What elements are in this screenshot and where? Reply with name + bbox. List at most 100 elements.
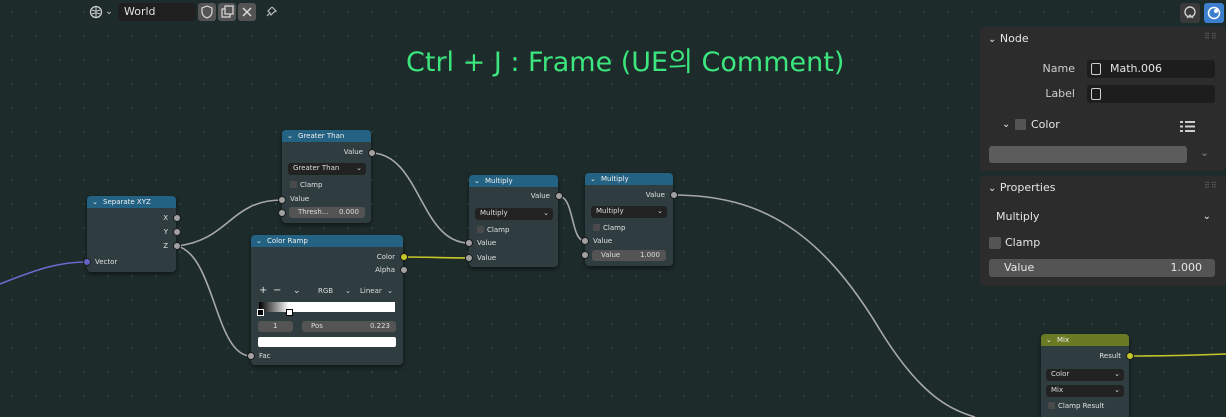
node-header[interactable]: ⌄Separate XYZ [87,196,176,208]
interpolation-dropdown[interactable]: Linear⌄ [355,286,397,297]
socket-in-value-1[interactable] [465,239,473,247]
world-icon[interactable] [88,3,104,24]
list-menu-icon[interactable] [1180,118,1196,132]
properties-section-header[interactable]: ⌄ Properties [988,181,1055,194]
blend-mode-dropdown[interactable]: Mix⌄ [1046,385,1124,397]
node-color-ramp[interactable]: ⌄Color Ramp Color Alpha + − ⌄ RGB⌄ Linea… [251,235,403,365]
ramp-stop-black[interactable] [257,309,264,316]
clamp-checkbox[interactable] [593,224,600,231]
chevron-down-icon[interactable]: ⌄ [474,177,480,185]
node-name-field[interactable]: Math.006 [1087,60,1215,78]
socket-in-value[interactable] [278,196,286,204]
node-icon [1091,63,1101,75]
link-vector-in [0,261,88,285]
node-section-header[interactable]: ⌄ Node [988,32,1029,45]
clamp-label: Clamp [300,181,323,189]
socket-out-value[interactable] [555,192,563,200]
node-color-swatch[interactable] [989,146,1187,163]
drag-grip-icon[interactable]: ⠿⠿ [1204,32,1218,41]
dropdown-value: Multiply [596,207,624,215]
clamp-checkbox[interactable] [989,237,1001,249]
link-z-ramp-fac [176,245,252,357]
snap-button[interactable] [1204,3,1224,23]
world-name-field[interactable]: World [118,3,196,21]
socket-in-threshold[interactable] [278,209,286,217]
clamp-checkbox[interactable] [290,181,297,188]
operation-dropdown[interactable]: Multiply⌄ [475,208,553,220]
node-mix[interactable]: ⌄Mix Result Color⌄ Mix⌄ Clamp Result [1041,334,1129,417]
chevron-down-icon[interactable]: ⌄ [590,175,596,183]
socket-out-result[interactable] [1126,352,1134,360]
node-header[interactable]: ⌄Color Ramp [251,235,403,247]
clamp-result-checkbox[interactable] [1048,402,1055,409]
socket-label-value-in-1: Value [477,239,497,247]
node-multiply-2[interactable]: ⌄Multiply Value Multiply⌄ Clamp Value Va… [585,173,673,266]
socket-out-x[interactable] [173,214,181,222]
drag-grip-icon[interactable]: ⠿⠿ [1204,181,1218,190]
pin-icon[interactable] [263,3,279,24]
chevron-down-icon[interactable]: ⌄ [105,7,113,17]
overlay-button[interactable] [1180,3,1200,23]
color-subpanel-header[interactable]: ⌄ [1002,117,1010,130]
socket-in-vector[interactable] [83,258,91,266]
data-type-dropdown[interactable]: Color⌄ [1046,369,1124,381]
chevron-down-icon: ⌄ [657,207,663,215]
socket-out-value[interactable] [670,191,678,199]
socket-label-color: Color [376,253,395,261]
node-header[interactable]: ⌄Multiply [585,173,673,185]
socket-in-value-2[interactable] [465,254,473,262]
chevron-down-icon: ⌄ [1002,119,1011,130]
operation-dropdown[interactable]: Multiply ⌄ [591,206,667,218]
socket-label-z: Z [163,242,168,250]
fake-user-button[interactable] [198,3,216,21]
chevron-down-icon[interactable]: ⌄ [287,132,293,140]
socket-out-value[interactable] [368,149,376,157]
node-greater-than[interactable]: ⌄Greater Than Value Greater Than⌄ Clamp … [282,130,371,223]
close-icon [242,7,252,17]
socket-in-value-1[interactable] [581,237,589,245]
dropdown-value: Mix [1051,386,1064,394]
color-mode-dropdown[interactable]: RGB⌄ [313,286,355,297]
clamp-checkbox[interactable] [477,226,484,233]
node-header[interactable]: ⌄Greater Than [282,130,371,142]
chevron-down-icon[interactable]: ⌄ [92,198,98,206]
chevron-down-icon: ⌄ [356,164,362,172]
snap-icon [1207,6,1221,20]
ramp-stop-selected[interactable] [286,309,293,316]
dropdown-value: Color [1051,370,1070,378]
use-color-checkbox[interactable] [1015,119,1026,130]
color-ramp-gradient[interactable] [259,302,395,312]
unlink-button[interactable] [238,3,256,21]
chevron-down-icon[interactable]: ⌄ [293,286,301,296]
stop-index-field[interactable]: 1 [258,321,293,332]
node-header[interactable]: ⌄Multiply [469,175,558,187]
socket-out-z[interactable] [173,242,181,250]
operation-dropdown[interactable]: Greater Than⌄ [288,163,366,175]
duplicate-button[interactable] [218,3,236,21]
overlay-icon [1184,6,1196,19]
socket-label-value-in: Value [290,195,310,203]
operation-dropdown[interactable]: Multiply ⌄ [989,208,1215,227]
socket-out-color[interactable] [400,253,408,261]
socket-in-value-2[interactable] [581,251,589,259]
node-separate-xyz[interactable]: ⌄Separate XYZ X Y Z Vector [87,196,176,272]
node-label-field[interactable] [1087,85,1215,103]
socket-out-alpha[interactable] [400,266,408,274]
add-stop-button[interactable]: + [259,285,268,296]
socket-in-fac[interactable] [247,352,255,360]
section-title: Properties [999,181,1056,194]
chevron-down-icon: ⌄ [1202,211,1211,222]
chevron-down-icon[interactable]: ⌄ [1046,336,1052,344]
chevron-down-icon[interactable]: ⌄ [256,237,262,245]
threshold-field[interactable]: Thresh...0.000 [289,207,365,218]
socket-out-y[interactable] [173,228,181,236]
node-header[interactable]: ⌄Mix [1041,334,1129,346]
remove-stop-button[interactable]: − [273,285,282,296]
node-multiply-1[interactable]: ⌄Multiply Value Multiply⌄ Clamp Value Va… [469,175,558,267]
stop-color-swatch[interactable] [258,337,396,347]
chevron-down-icon[interactable]: ⌄ [1200,146,1210,159]
value-field[interactable]: Value 1.000 [989,259,1215,277]
label-label: Label [1045,87,1075,100]
